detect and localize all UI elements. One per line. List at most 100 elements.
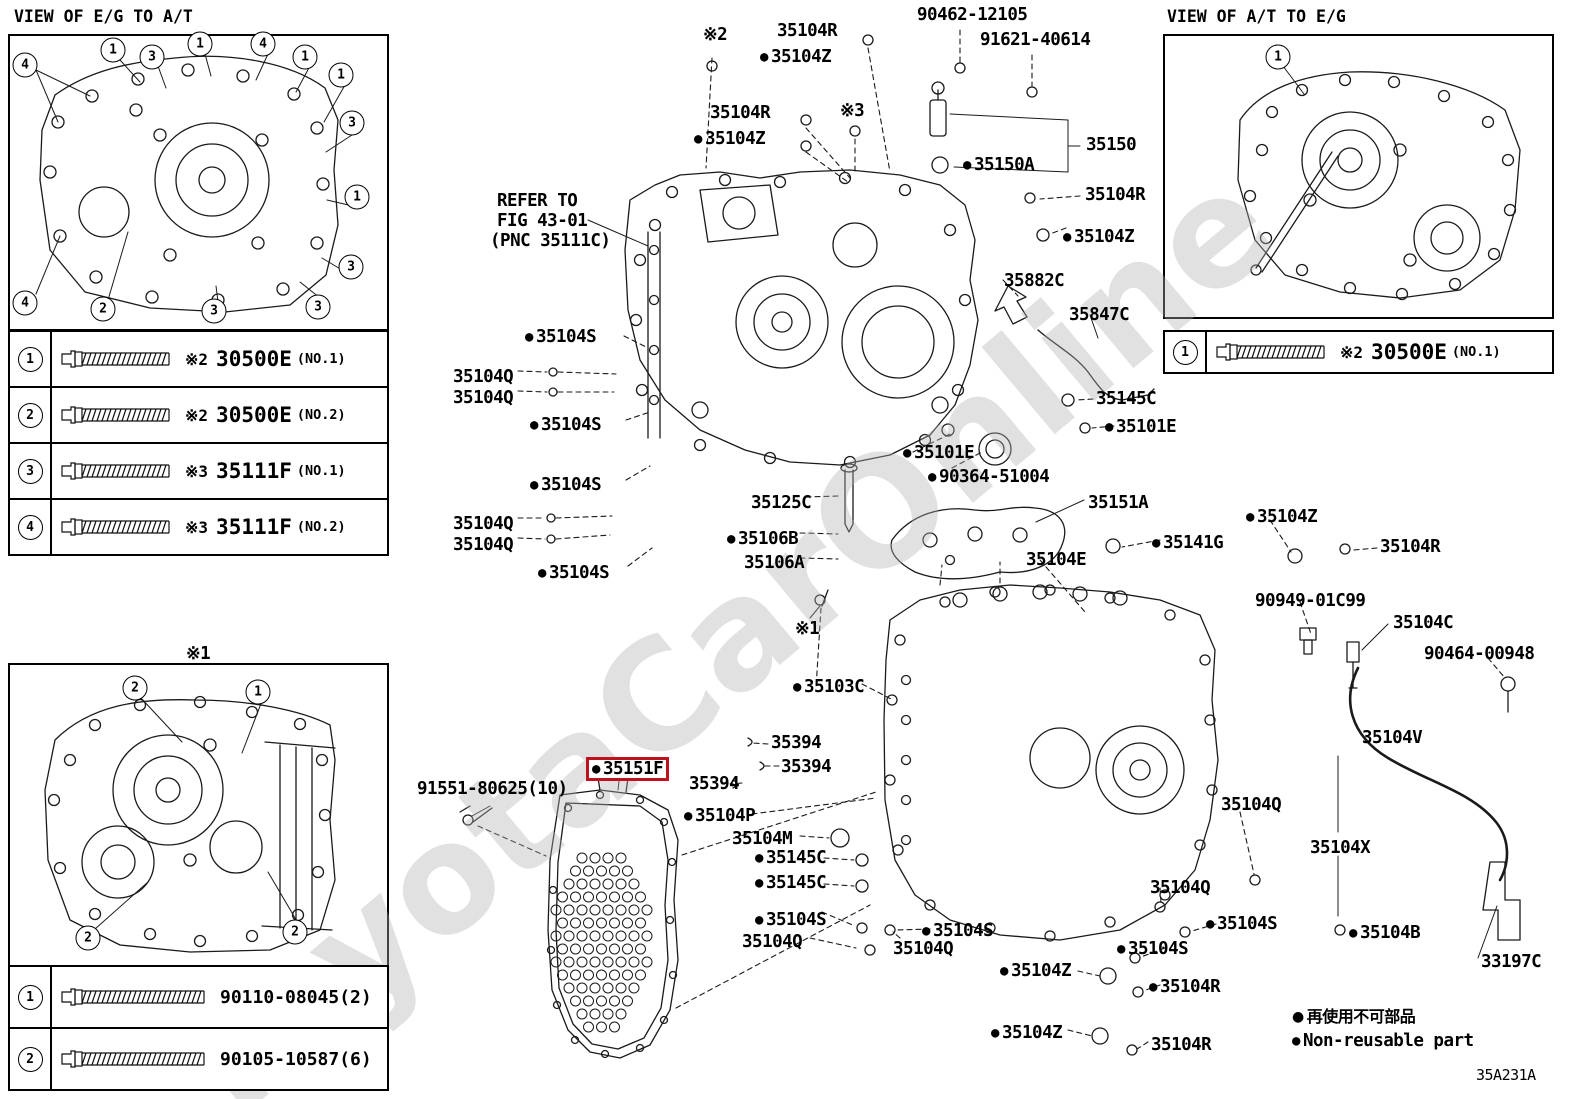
- part-label[interactable]: ●35104Z: [760, 48, 832, 66]
- part-label[interactable]: ●35104S: [755, 911, 827, 929]
- view-box-at-to-eg: [1163, 34, 1554, 319]
- part-label[interactable]: 35106A: [744, 554, 805, 572]
- part-label[interactable]: ●35104Z: [1246, 508, 1318, 526]
- part-label[interactable]: 35104C: [1393, 614, 1454, 632]
- part-label[interactable]: 35394: [689, 775, 740, 793]
- non-reusable-dot: ●: [1000, 963, 1008, 979]
- callout-3: 3: [139, 44, 165, 70]
- part-label[interactable]: ●35104S: [530, 476, 602, 494]
- part-label[interactable]: 90949-01C99: [1255, 592, 1366, 610]
- callout-4: 4: [12, 290, 38, 316]
- part-label[interactable]: 35104R: [777, 22, 838, 40]
- non-reusable-dot: ●: [922, 923, 930, 939]
- row-number-cell: 2: [10, 1029, 52, 1089]
- part-label[interactable]: 90464-00948: [1424, 645, 1535, 663]
- non-reusable-dot: ●: [928, 469, 936, 485]
- part-label[interactable]: 35104Q: [893, 940, 954, 958]
- part-label[interactable]: 35104R: [710, 104, 771, 122]
- part-label[interactable]: ●35150A: [963, 156, 1035, 174]
- part-label[interactable]: 35104Q: [1150, 878, 1211, 898]
- part-label[interactable]: ●35104S: [1117, 939, 1189, 959]
- part-label[interactable]: ●35101E: [1105, 418, 1177, 436]
- part-text: 35104S: [1216, 914, 1278, 934]
- part-label[interactable]: 90462-12105: [917, 6, 1028, 24]
- part-label[interactable]: ●35104S: [922, 922, 994, 940]
- non-reusable-dot: ●: [1246, 509, 1254, 525]
- part-label[interactable]: 35104R: [1380, 538, 1441, 556]
- part-text: 35104E: [1026, 550, 1087, 570]
- part-label[interactable]: 35104Q: [742, 933, 803, 951]
- note-mark: ※2: [185, 349, 209, 369]
- part-label[interactable]: 35104R: [1085, 186, 1146, 204]
- callout-2: 2: [282, 919, 308, 945]
- part-label[interactable]: ●35101E: [903, 444, 975, 462]
- part-label[interactable]: 35104Q: [453, 368, 514, 386]
- part-label[interactable]: 35104X: [1310, 839, 1371, 857]
- row-number-cell: 1: [1165, 332, 1207, 372]
- part-label[interactable]: ●35145C: [755, 849, 827, 867]
- selected-part-label[interactable]: ●35151F: [586, 757, 670, 782]
- part-label[interactable]: ●35104Z: [694, 130, 766, 148]
- row-number-cell: 2: [10, 388, 52, 442]
- part-label[interactable]: 33197C: [1481, 953, 1542, 971]
- non-reusable-dot: ●: [991, 1025, 999, 1041]
- part-label[interactable]: 35104R: [1151, 1036, 1212, 1054]
- part-label[interactable]: ●35104B: [1349, 924, 1421, 942]
- part-label[interactable]: 35104Q: [1221, 796, 1282, 814]
- part-text: ※1: [795, 619, 820, 639]
- part-label[interactable]: ●35106B: [727, 530, 799, 548]
- part-label[interactable]: ●35141G: [1152, 534, 1224, 552]
- part-label[interactable]: ●35104Z: [1063, 228, 1135, 246]
- part-label[interactable]: 35882C: [1004, 272, 1065, 290]
- part-label[interactable]: 35104E: [1026, 550, 1087, 570]
- part-label[interactable]: 91551-80625(10): [417, 780, 568, 798]
- part-label[interactable]: 35847C: [1069, 306, 1130, 324]
- part-label[interactable]: 35125C: [751, 494, 812, 512]
- part-label[interactable]: ●35104S: [530, 415, 602, 435]
- non-reusable-dot: ●: [1149, 979, 1157, 995]
- part-label[interactable]: ●35145C: [755, 874, 827, 892]
- callout-1: 1: [328, 62, 354, 88]
- part-label[interactable]: 35104Q: [453, 389, 514, 407]
- row-number-badge: 4: [17, 514, 43, 540]
- part-label[interactable]: 35104M: [732, 830, 793, 848]
- part-suffix: (NO.2): [296, 407, 346, 423]
- part-label[interactable]: 35394: [771, 734, 822, 752]
- part-label[interactable]: 35104Q: [453, 536, 514, 554]
- non-reusable-dot: ●: [793, 679, 801, 695]
- part-label[interactable]: ●90364-51004: [928, 468, 1050, 486]
- non-reusable-dot: ●: [694, 131, 702, 147]
- row-number-badge: 1: [17, 346, 43, 372]
- part-label[interactable]: ●35104S: [1206, 914, 1278, 934]
- part-text: 35104S: [1127, 939, 1189, 959]
- part-label[interactable]: 35104Q: [453, 515, 514, 533]
- part-label[interactable]: 35394: [781, 758, 832, 776]
- part-label[interactable]: 35145C: [1096, 390, 1157, 408]
- bolt-icon: [60, 402, 175, 428]
- non-reusable-dot: ●: [538, 565, 546, 581]
- part-label[interactable]: 35151A: [1088, 494, 1149, 512]
- part-label[interactable]: ●35104Z: [1000, 962, 1072, 980]
- part-label[interactable]: ●35104S: [538, 564, 610, 582]
- part-suffix: (NO.2): [296, 519, 346, 535]
- bolt-icon: [60, 984, 210, 1010]
- part-label[interactable]: ●35104Z: [991, 1024, 1063, 1042]
- part-label[interactable]: ●35103C: [793, 678, 865, 696]
- part-label[interactable]: ●35104R: [1149, 978, 1221, 996]
- callout-4: 4: [250, 31, 276, 57]
- part-label[interactable]: 91621-40614: [980, 31, 1091, 49]
- part-text: 35104S: [540, 415, 602, 435]
- part-label[interactable]: 35104V: [1362, 729, 1423, 747]
- non-reusable-dot: ●: [760, 49, 768, 65]
- part-label[interactable]: ●35104P: [684, 807, 756, 825]
- part-label[interactable]: ●35104S: [525, 328, 597, 346]
- part-text: 35104Q: [1150, 878, 1211, 898]
- part-label[interactable]: 35150: [1086, 136, 1137, 154]
